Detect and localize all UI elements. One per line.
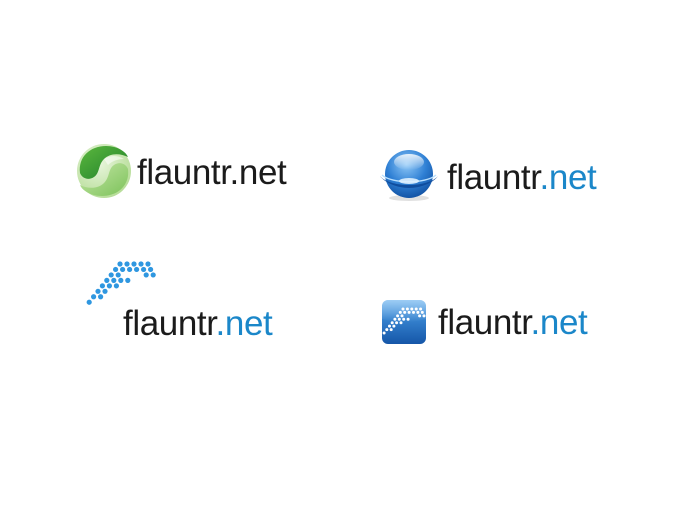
f-dot [388, 324, 391, 328]
f-dot [414, 307, 418, 311]
dotted-f-icon [86, 261, 156, 305]
f-dot [131, 261, 137, 267]
f-dot [422, 314, 426, 318]
f-dot [392, 324, 396, 328]
f-dot [127, 266, 133, 273]
f-dot [134, 266, 140, 273]
f-dot [398, 310, 402, 314]
blue-sphere-icon [380, 150, 438, 201]
f-dot [397, 317, 401, 321]
f-dot [145, 261, 151, 267]
wordmark-dot: . [530, 303, 541, 342]
wordmark-dot: . [229, 153, 240, 192]
f-dot [86, 299, 92, 305]
f-dot [419, 307, 423, 311]
f-dot [382, 331, 386, 335]
f-dot [102, 288, 108, 294]
f-dot [98, 294, 104, 300]
f-dot [148, 266, 154, 273]
wordmark: flauntr.net [123, 304, 273, 343]
f-dot [390, 321, 394, 325]
dotted-f-dots [86, 261, 156, 305]
f-dot [108, 272, 114, 278]
f-dot [396, 314, 400, 318]
logo-variant-green-swirl: flauntr.net [76, 143, 316, 207]
wordmark-tld: net [539, 303, 588, 342]
f-dot [106, 283, 112, 289]
wordmark-dot: . [215, 304, 226, 343]
f-dot [141, 266, 147, 273]
f-dot [138, 261, 144, 267]
wordmark: flauntr.net [137, 153, 287, 192]
tile-f-dots [382, 307, 426, 335]
f-dot [389, 328, 393, 332]
green-swirl-icon [77, 144, 131, 198]
f-dot [393, 317, 397, 321]
wordmark-name: flauntr [123, 304, 216, 343]
wordmark-tld: net [238, 153, 287, 192]
f-dot [410, 307, 414, 311]
f-dot [399, 321, 403, 325]
f-dot [420, 310, 424, 314]
f-dot [403, 310, 407, 314]
f-dot [143, 272, 149, 278]
f-dot [117, 261, 123, 267]
f-dot [125, 277, 131, 283]
f-dot [111, 277, 117, 283]
f-dot [416, 310, 420, 314]
f-dot [99, 283, 105, 289]
wordmark-name: flauntr [137, 153, 230, 192]
app-tile-icon [382, 300, 426, 344]
f-dot [395, 321, 399, 325]
wordmark-name: flauntr [438, 303, 531, 342]
f-dot [406, 317, 410, 321]
wordmark: flauntr.net [438, 303, 588, 342]
f-dot [412, 310, 415, 314]
f-dot [400, 314, 404, 318]
logo-variant-app-tile: flauntr.net [381, 297, 621, 351]
f-dot [113, 283, 119, 289]
logo-variant-dotted-f: flauntr.net [86, 258, 306, 348]
f-dot [418, 314, 422, 318]
f-dot [407, 310, 411, 314]
wordmark-tld: net [224, 304, 273, 343]
f-dot [402, 317, 406, 321]
f-dot [91, 294, 97, 300]
f-dot [95, 288, 101, 294]
f-dot [385, 328, 389, 332]
f-dot [113, 266, 119, 273]
wordmark-dot: . [539, 158, 550, 197]
f-dot [104, 277, 110, 283]
wordmark-tld: net [548, 158, 597, 197]
f-dot [401, 307, 405, 311]
logo-variant-blue-sphere: flauntr.net [378, 146, 618, 210]
f-dot [124, 261, 130, 267]
wordmark-name: flauntr [447, 158, 540, 197]
f-dot [115, 272, 121, 278]
wordmark: flauntr.net [447, 158, 597, 197]
f-dot [120, 266, 126, 273]
f-dot [405, 307, 409, 311]
f-dot [118, 277, 124, 283]
f-dot [150, 272, 156, 278]
